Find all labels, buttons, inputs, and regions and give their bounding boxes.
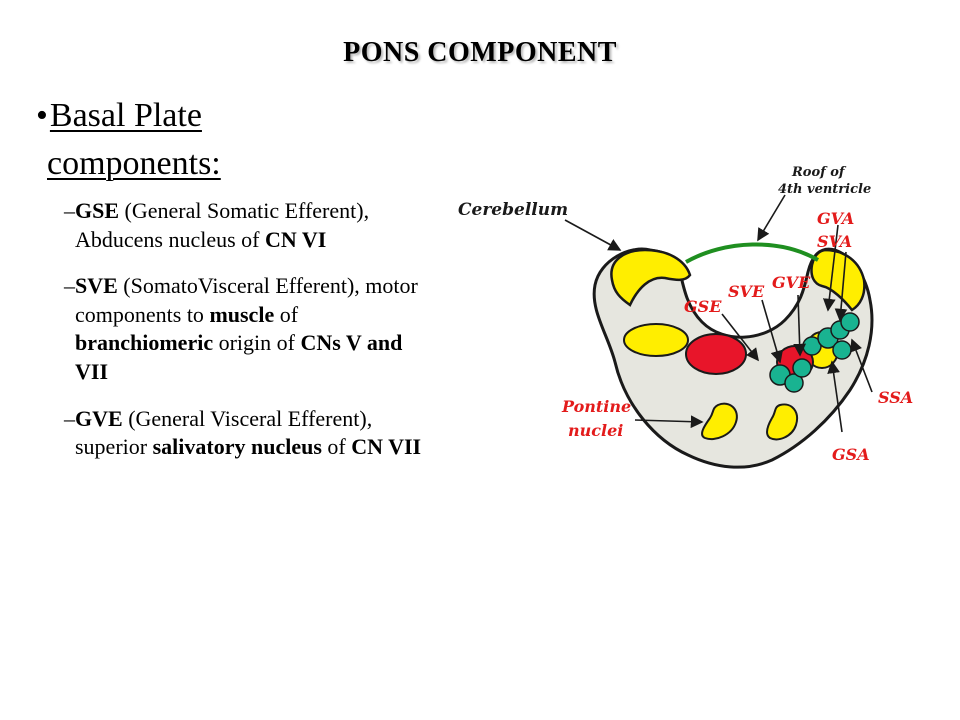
list-item-sve: – SVE (SomatoVisceral Efferent), motor c…	[64, 272, 424, 386]
gve-text: GVE (General Visceral Efferent), superio…	[75, 405, 422, 460]
dash-marker: –	[64, 405, 75, 431]
sva-arrow	[834, 251, 848, 322]
dash-marker: –	[64, 198, 75, 223]
list-item-gve: – GVE (General Visceral Efferent), super…	[64, 405, 424, 462]
sva-label: SVA	[817, 232, 852, 251]
gse-text: GSE (General Somatic Efferent), Abducens…	[75, 198, 370, 252]
list-item-gse: – GSE (General Somatic Efferent), Abduce…	[64, 197, 424, 254]
gva-label: GVA	[817, 209, 854, 228]
roof-line	[685, 242, 820, 264]
right-lobe-shape	[810, 248, 866, 312]
gve-arrow	[793, 294, 807, 357]
pontine-label: Pontine	[561, 397, 631, 416]
roof-arrow	[757, 194, 786, 242]
gva-arrow	[822, 224, 839, 312]
basal-plate-heading: •Basal Plate components:	[36, 92, 296, 187]
pons-diagram: Roof of 4th ventricle Cerebellum GVA SVA…	[440, 100, 940, 500]
gse-red-nucleus	[685, 333, 747, 375]
gsa-arrow	[827, 360, 843, 433]
bullet-marker: •	[36, 97, 48, 134]
pontine-yellow-right	[765, 403, 798, 441]
teal-nucleus	[784, 373, 804, 393]
teal-nucleus	[840, 312, 860, 332]
teal-nucleus	[832, 340, 852, 360]
sve-arrow	[761, 299, 784, 364]
heading-line-1: Basal Plate	[49, 97, 202, 134]
sve-label: SVE	[728, 282, 765, 301]
gse-yellow-shape	[623, 323, 689, 357]
gse-arrow	[721, 313, 759, 362]
nuclei-label: nuclei	[568, 421, 623, 440]
dash-marker: –	[64, 273, 75, 299]
teal-nucleus	[792, 358, 812, 378]
gve-label: GVE	[772, 273, 811, 292]
gsa-label: GSA	[832, 445, 870, 464]
gse-label: GSE	[684, 297, 722, 316]
heading-line-2: components:	[47, 144, 221, 182]
cerebellum-arrow	[564, 219, 622, 251]
roof-label-2: 4th ventricle	[778, 182, 871, 197]
pontine-yellow-left	[701, 402, 738, 441]
slide-title: PONS COMPONENT	[343, 37, 617, 68]
ssa-label: SSA	[878, 388, 913, 407]
cerebellum-label: Cerebellum	[458, 200, 568, 220]
sve-text: SVE (SomatoVisceral Efferent), motor com…	[75, 273, 418, 384]
ssa-arrow	[850, 338, 873, 393]
pontine-arrow	[634, 415, 704, 429]
left-lobe-shape	[610, 248, 692, 307]
component-list: – GSE (General Somatic Efferent), Abduce…	[64, 197, 424, 480]
roof-label: Roof of	[791, 165, 847, 180]
